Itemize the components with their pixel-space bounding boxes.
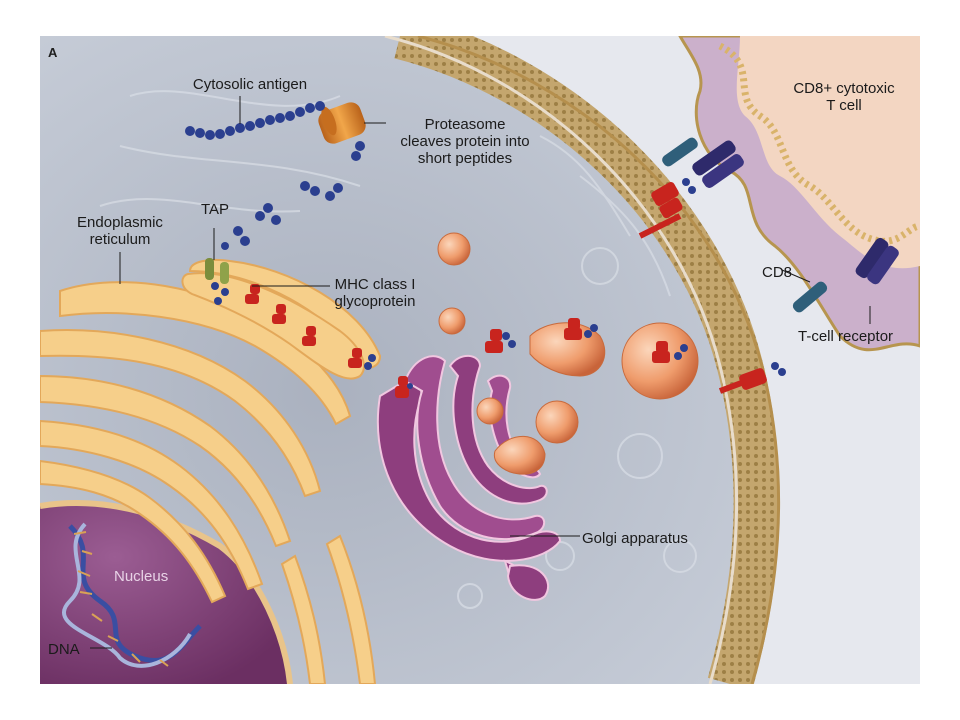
label-cytosolic-antigen: Cytosolic antigen — [192, 76, 308, 93]
label-mhc: MHC class I glycoprotein — [320, 276, 430, 310]
label-cd8: CD8 — [762, 264, 793, 281]
antigen-presentation-diagram: A Cytosolic antigen Proteasome cleaves p… — [40, 36, 920, 684]
peptide-chain-icon — [185, 101, 365, 305]
label-er-line2: reticulum — [89, 231, 151, 248]
nuclear-envelope — [40, 499, 293, 684]
cd8-icon — [662, 137, 828, 313]
label-proteasome-line3: short peptides — [417, 150, 513, 167]
label-dna: DNA — [48, 641, 80, 658]
vesicles — [437, 232, 699, 475]
membrane-inner-edge — [384, 36, 739, 684]
proteasome-icon — [318, 102, 366, 144]
surface-mhc-complex — [638, 178, 786, 394]
diagram-svg — [40, 36, 920, 684]
nucleus — [40, 502, 290, 684]
leader-lines — [90, 96, 871, 649]
label-t-cell-line1: CD8+ cytotoxic — [793, 80, 895, 97]
label-t-cell-line2: T cell — [826, 97, 862, 114]
label-golgi: Golgi apparatus — [582, 530, 688, 547]
panel-letter: A — [48, 45, 58, 60]
plasma-membrane — [394, 36, 780, 684]
label-nucleus: Nucleus — [114, 568, 169, 585]
label-tap: TAP — [200, 201, 230, 218]
label-mhc-line1: MHC class I — [334, 276, 416, 293]
label-er-line1: Endoplasmic — [77, 214, 163, 231]
er-lumen-tube — [181, 272, 365, 380]
label-proteasome: Proteasome cleaves protein into short pe… — [380, 116, 550, 167]
tcr-icon — [692, 140, 899, 285]
label-t-cell-receptor: T-cell receptor — [798, 328, 894, 345]
t-cell-inner — [736, 36, 920, 269]
label-mhc-line2: glycoprotein — [334, 293, 416, 310]
label-proteasome-line1: Proteasome — [424, 116, 506, 133]
tap-transporter-icon — [205, 258, 229, 284]
cytoplasm-texture — [99, 90, 697, 609]
label-t-cell: CD8+ cytotoxic T cell — [770, 80, 918, 114]
label-proteasome-line2: cleaves protein into — [400, 133, 530, 150]
label-er: Endoplasmic reticulum — [60, 214, 180, 248]
membrane-outer-edge — [417, 36, 781, 684]
dna-helix-icon — [62, 522, 202, 668]
